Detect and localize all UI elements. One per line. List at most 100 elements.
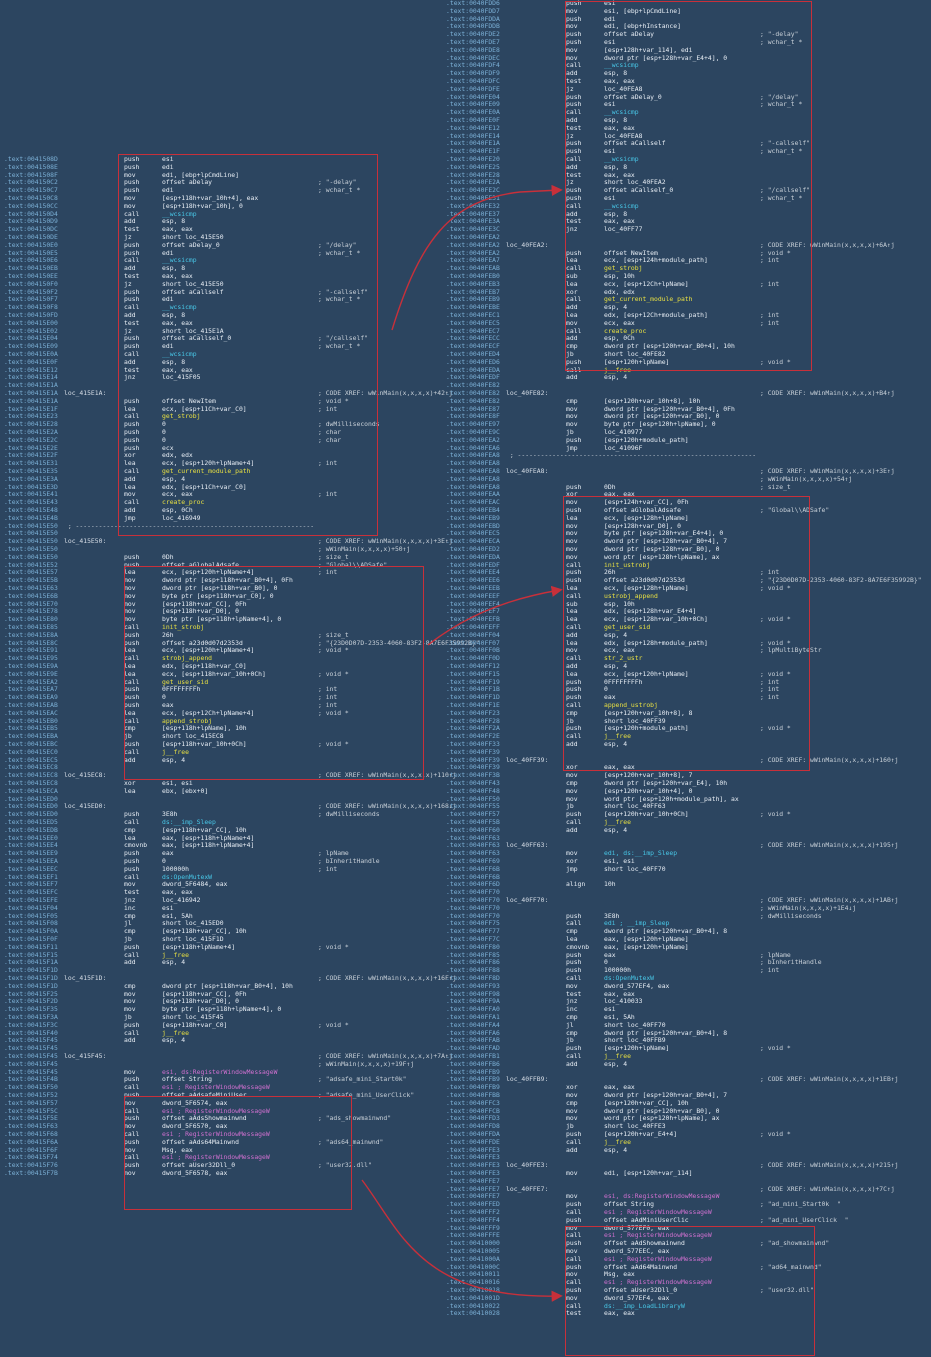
code-line[interactable]: .text:0040FFE3 [446,1154,754,1162]
code-line[interactable]: .text:0040FEA2 [446,234,754,242]
code-line[interactable]: .text:00415E50; wWinMain(x,x,x,x)+50↑j [4,545,410,554]
code-line[interactable]: .text:0040FF70 [446,889,754,897]
code-line[interactable]: .text:0040FF39 [446,749,754,757]
